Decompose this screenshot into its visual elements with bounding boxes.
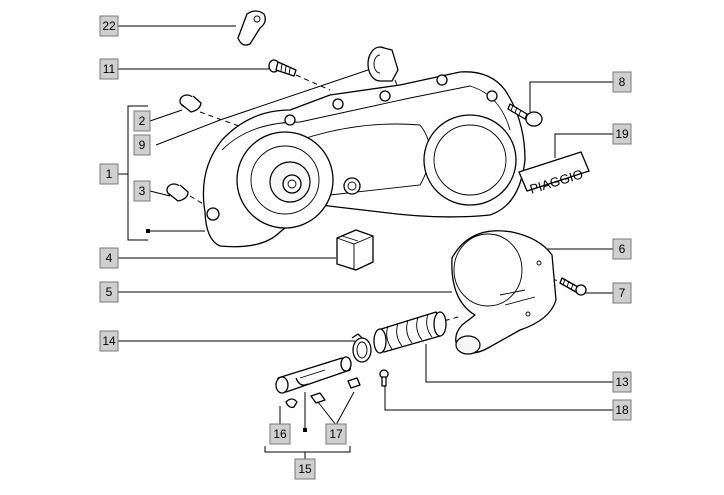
bearing-roller-part: [367, 46, 399, 82]
callout-7: 7: [612, 282, 632, 304]
callout-3: 3: [133, 180, 151, 202]
callout-number: 17: [329, 427, 343, 441]
bushing-part-lower: [166, 183, 189, 202]
bushing-part-upper: [179, 94, 202, 113]
callout-number: 18: [615, 403, 629, 417]
rubber-block-part: [336, 229, 374, 271]
callout-number: 8: [619, 75, 626, 89]
callout-22: 22: [99, 15, 119, 37]
callout-18: 18: [612, 399, 632, 421]
intake-tube-assembly-part: [275, 356, 352, 394]
callout-13: 13: [612, 371, 632, 393]
screw-part-housing: [559, 277, 587, 296]
callout-number: 11: [103, 62, 116, 76]
callout-5: 5: [99, 281, 119, 303]
callout-19: 19: [612, 123, 632, 145]
callout-number: 6: [619, 242, 626, 256]
callout-1: 1: [99, 163, 119, 185]
callout-9: 9: [133, 134, 151, 156]
callout-17: 17: [325, 423, 347, 445]
callout-number: 19: [615, 127, 629, 141]
callout-14: 14: [99, 330, 119, 352]
bolt-part: [507, 103, 543, 127]
callout-2: 2: [133, 110, 151, 132]
callout-number: 9: [139, 138, 146, 152]
callout-number: 4: [106, 251, 113, 265]
callout-number: 15: [298, 462, 312, 476]
leader-lines: [118, 25, 613, 460]
piaggio-decal-part: PIAGGIO: [518, 151, 590, 197]
small-screw-part: [379, 369, 389, 387]
callout-8: 8: [612, 71, 632, 93]
small-clip-part: [285, 398, 298, 409]
callout-number: 22: [102, 19, 116, 33]
callout-number: 3: [139, 184, 146, 198]
corrugated-hose-part: [373, 311, 447, 354]
callout-number: 5: [106, 285, 113, 299]
rubber-pad-part: [310, 377, 361, 404]
callout-11: 11: [99, 58, 119, 80]
callout-number: 1: [106, 167, 113, 181]
bracket-clip-part: [237, 10, 266, 46]
callout-number: 2: [139, 114, 146, 128]
callout-number: 14: [102, 334, 116, 348]
callout-6: 6: [612, 238, 632, 260]
callout-number: 13: [615, 375, 629, 389]
callout-number: 16: [273, 427, 287, 441]
callout-4: 4: [99, 247, 119, 269]
callout-number: 7: [619, 286, 626, 300]
air-intake-housing-part: [451, 230, 557, 355]
transmission-cover-part: [202, 71, 526, 248]
callout-16: 16: [269, 423, 291, 445]
hose-clamp-part: [351, 333, 372, 363]
screw-part: [268, 59, 297, 77]
callout-15: 15: [294, 458, 316, 480]
